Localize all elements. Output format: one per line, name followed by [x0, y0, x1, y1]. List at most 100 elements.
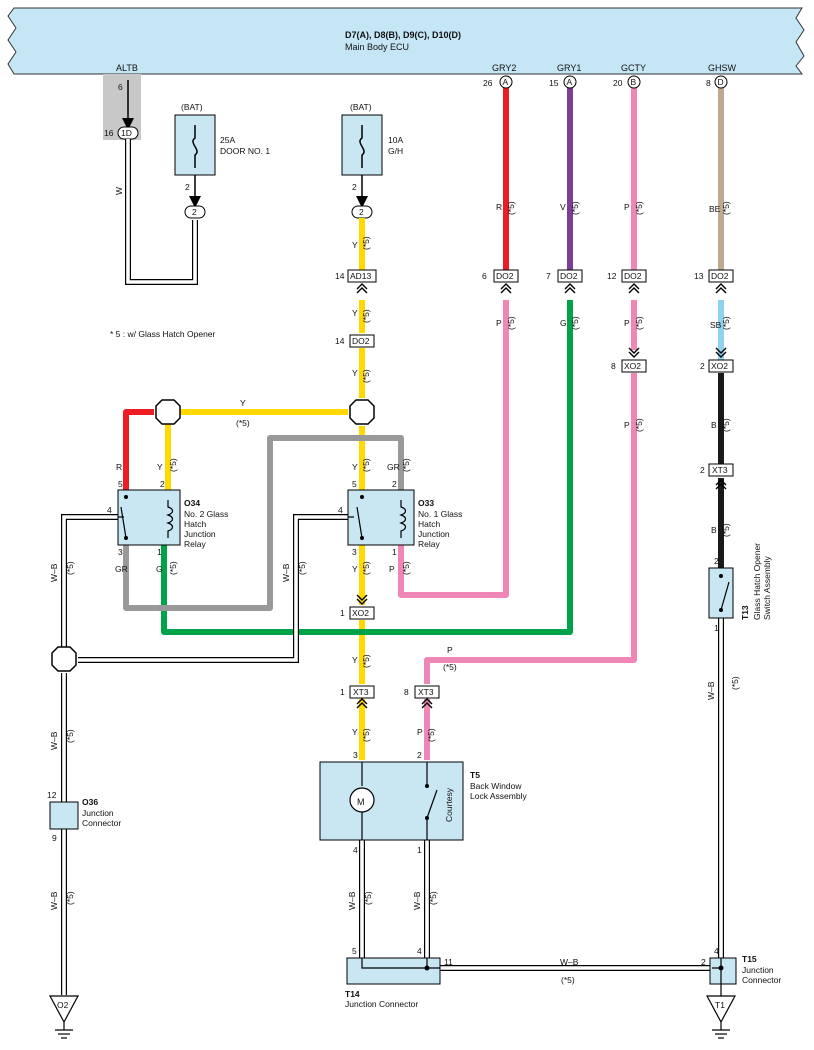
- pin-label: 2: [392, 479, 397, 489]
- option-mark: (*5): [721, 418, 731, 432]
- terminal-altb: ALTB: [116, 63, 138, 73]
- wire-color-label: Y: [352, 462, 358, 472]
- option-mark: (*5): [65, 891, 75, 905]
- option-mark: (*5): [401, 561, 411, 575]
- pin-label: 20: [613, 78, 623, 88]
- option-mark: (*5): [65, 729, 75, 743]
- wire-color-label: G: [156, 564, 163, 574]
- option-mark: (*5): [506, 201, 516, 215]
- component-name: Connector: [742, 975, 781, 985]
- pin-label: 2: [701, 957, 706, 967]
- option-mark: (*5): [428, 891, 438, 905]
- option-mark: (*5): [570, 201, 580, 215]
- relay-name: Hatch: [184, 519, 206, 529]
- wires: [123, 88, 724, 760]
- wire-color-label: B: [711, 420, 717, 430]
- wire-color-label: V: [560, 202, 566, 212]
- connector-label: AD13: [350, 271, 372, 281]
- pin-label: 14: [335, 336, 345, 346]
- pin-label: 7: [546, 271, 551, 281]
- terminal-ghsw: GHSW: [708, 63, 737, 73]
- connector-label: DO2: [560, 271, 578, 281]
- wire-color-label: P: [624, 202, 630, 212]
- wire-color-label: BE: [709, 204, 721, 214]
- wire-color-label: Y: [352, 564, 358, 574]
- ecu-terminals: A 26 A 15 B 20 D 8: [483, 75, 728, 89]
- main-body-ecu: D7(A), D8(B), D9(C), D10(D) Main Body EC…: [7, 7, 805, 75]
- pin-label: 2: [700, 465, 705, 475]
- option-mark: (*5): [634, 316, 644, 330]
- pin-label: 1: [714, 623, 719, 633]
- relay-name: Junction: [184, 529, 216, 539]
- wire-w: [125, 139, 198, 285]
- component-code: T14: [345, 989, 360, 999]
- connector-label: XO2: [711, 361, 728, 371]
- option-mark: (*5): [361, 309, 371, 323]
- pin-label: 3: [352, 547, 357, 557]
- pin-label: 2: [700, 361, 705, 371]
- ground-icon: [705, 995, 737, 1024]
- motor-label: M: [357, 797, 365, 807]
- pin-label: 12: [607, 271, 617, 281]
- wire-color-label: P: [624, 318, 630, 328]
- wire-color-label: W–B: [49, 563, 59, 582]
- fuse-rating: 25A: [220, 135, 235, 145]
- relay-name: No. 1 Glass: [418, 509, 462, 519]
- conn-letter: A: [503, 77, 509, 87]
- option-mark: (*5): [634, 201, 644, 215]
- terminal-gcty: GCTY: [621, 63, 646, 73]
- wire-color-label: W–B: [347, 891, 357, 910]
- option-mark: (*5): [730, 676, 740, 690]
- wires-wb: [61, 514, 724, 995]
- option-mark: (*5): [634, 418, 644, 432]
- splice-points: [51, 399, 375, 672]
- switch-label: Courtesy: [444, 787, 454, 822]
- option-mark: (*5): [443, 662, 457, 672]
- connector-label: 2: [359, 207, 364, 217]
- relay-code: O34: [184, 498, 200, 508]
- relay-o34: 5 2 4 3 1 O34 No. 2 Glass Hatch Junction…: [107, 479, 228, 557]
- wire-color-label: W–B: [49, 731, 59, 750]
- fuse-name: G/H: [388, 146, 403, 156]
- option-mark: (*5): [721, 316, 731, 330]
- wire-color-label: Y: [157, 462, 163, 472]
- connector-label: DO2: [624, 271, 642, 281]
- junction-connector-t14: 5 4 11 T14 Junction Connector: [345, 946, 453, 1009]
- wire-color-label: Y: [352, 240, 358, 250]
- ecu-name: Main Body ECU: [345, 42, 409, 52]
- fuse-name: DOOR NO. 1: [220, 146, 270, 156]
- connector-label: DO2: [352, 336, 370, 346]
- wire-color-label: P: [417, 727, 423, 737]
- pin-label: 8: [611, 361, 616, 371]
- connector-label: XT3: [712, 465, 728, 475]
- option-mark: (*5): [561, 975, 575, 985]
- component-name: Junction: [742, 965, 774, 975]
- pin-label: 8: [404, 687, 409, 697]
- option-mark: (*5): [721, 201, 731, 215]
- option-mark: (*5): [721, 523, 731, 537]
- wire-color-label: W–B: [281, 563, 291, 582]
- wire-color-label: GR: [387, 462, 400, 472]
- junction-connector-o36: 12 9 O36 Junction Connector: [47, 790, 121, 843]
- component-name: Glass Hatch Opener: [752, 543, 762, 620]
- wire-labels: Y (*5) Y (*5) Y (*5) R (*5) V (*5) P (*5…: [49, 201, 740, 985]
- option-mark: (*5): [361, 236, 371, 250]
- relay-code: O33: [418, 498, 434, 508]
- pin-label: 6: [118, 82, 123, 92]
- pin-label: 3: [353, 750, 358, 760]
- ground-icon: [48, 995, 80, 1024]
- component-name: Back Window: [470, 781, 522, 791]
- pin-label: 1: [417, 845, 422, 855]
- wire-color-label: SB: [710, 320, 722, 330]
- component-name: Junction: [82, 808, 114, 818]
- pin-label: 4: [714, 946, 719, 956]
- wire-color-label: Y: [240, 398, 246, 408]
- connector-label: XT3: [353, 687, 369, 697]
- pin-label: 2: [714, 556, 719, 566]
- option-mark: (*5): [236, 418, 250, 428]
- option-mark: (*5): [506, 316, 516, 330]
- option-mark: (*5): [168, 561, 178, 575]
- fuse-bat-label: (BAT): [350, 102, 372, 112]
- pin-label: 15: [549, 78, 559, 88]
